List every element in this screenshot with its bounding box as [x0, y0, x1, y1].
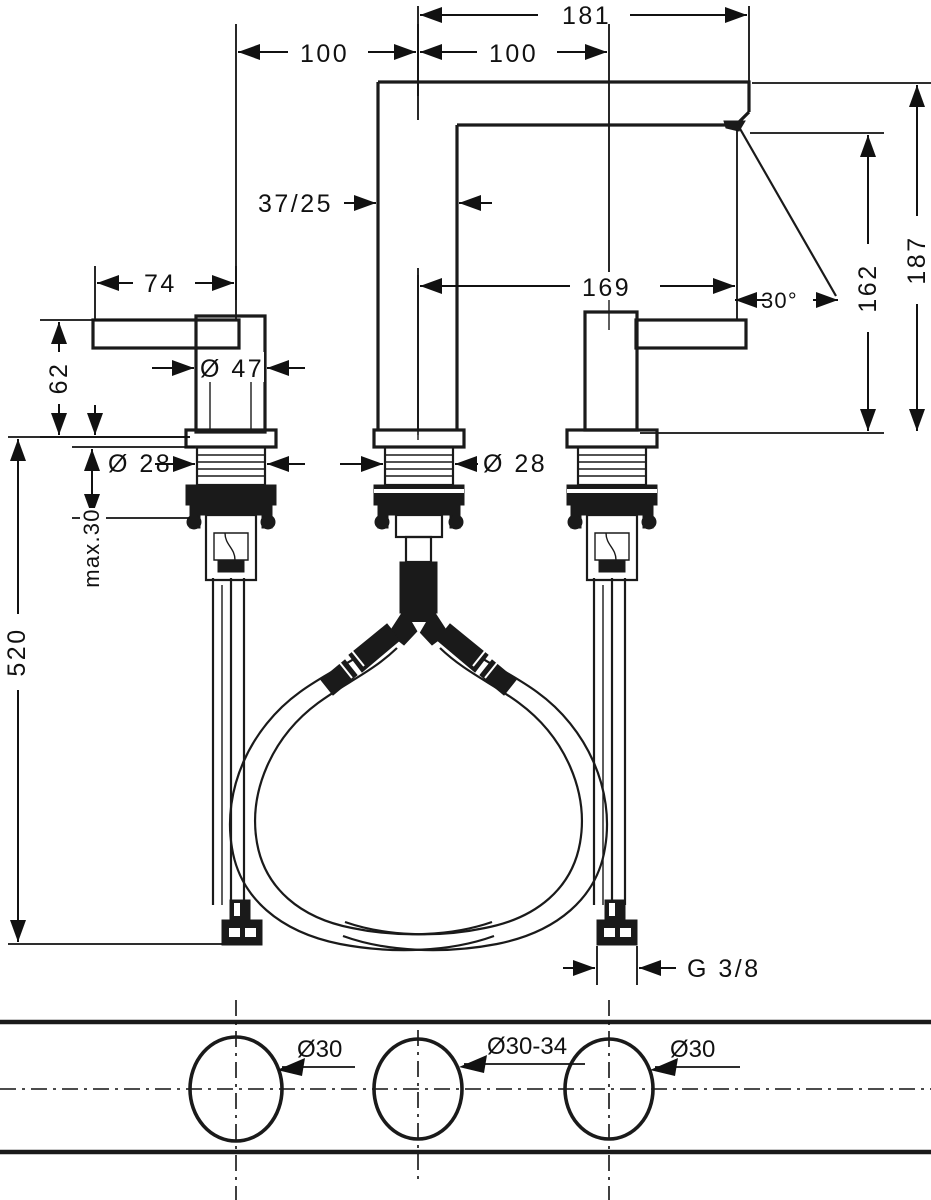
dimension-max-30: max.30: [72, 446, 195, 588]
dimension-30-degrees-label: 30°: [761, 288, 798, 313]
dimension-181: 181: [417, 2, 750, 96]
leader-hole-right: Ø30: [650, 1036, 740, 1076]
dimension-max-30-label: max.30: [79, 508, 104, 587]
flexible-hose-loop: [228, 623, 609, 952]
dimension-diameter-28-center-label: Ø 28: [483, 450, 547, 478]
dimension-169: 169: [417, 130, 738, 430]
center-spout-base: [372, 428, 466, 646]
dimension-62-label: 62: [45, 362, 73, 395]
dimension-74: 74: [94, 266, 237, 320]
hole-left-label: Ø30: [297, 1036, 342, 1063]
dimension-100-left-label: 100: [300, 40, 349, 68]
dimension-169-label: 169: [582, 274, 631, 302]
dimension-162: 162: [640, 132, 884, 434]
dimension-100-right: 100: [420, 24, 610, 300]
dimension-100-left: 100: [235, 24, 416, 300]
dimension-g38-label: G 3/8: [687, 955, 761, 983]
dimension-520-label: 520: [3, 627, 31, 676]
dimension-g38: G 3/8: [563, 946, 761, 985]
dimension-diameter-28-left: Ø 28: [108, 450, 305, 478]
dimension-diameter-28-center: Ø 28: [340, 450, 547, 478]
dimension-187-label: 187: [903, 235, 931, 284]
hole-center-label: Ø30-34: [487, 1033, 567, 1060]
dimension-74-label: 74: [144, 270, 177, 298]
dimension-181-label: 181: [562, 2, 611, 30]
dimension-162-label: 162: [854, 263, 882, 312]
dimension-diameter-47: Ø 47: [152, 352, 305, 383]
dimension-187: 187: [752, 82, 931, 431]
dimension-62: 62: [40, 319, 190, 438]
dimension-diameter-47-label: Ø 47: [200, 355, 264, 383]
dimension-37-25: 37/25: [258, 190, 492, 218]
dimension-30-degrees: 30°: [735, 288, 838, 313]
hole-right: [563, 1037, 655, 1141]
bottom-view-deck: Ø30 Ø30-34 Ø30: [0, 1000, 931, 1200]
angle-30-reference-line: [738, 126, 837, 297]
leader-hole-left: Ø30: [277, 1036, 355, 1076]
left-handle-unit: [91, 314, 278, 946]
dimension-37-25-label: 37/25: [258, 190, 333, 218]
hole-right-label: Ø30: [670, 1036, 715, 1063]
right-handle-unit: [565, 310, 748, 946]
leader-hole-center: Ø30-34: [459, 1033, 585, 1073]
hole-center: [372, 1037, 464, 1141]
spout-body: [376, 80, 837, 435]
dimension-520: 520: [3, 436, 222, 945]
dimension-diameter-28-left-label: Ø 28: [108, 450, 172, 478]
hole-left: [188, 1035, 284, 1143]
dimension-100-right-label: 100: [489, 40, 538, 68]
